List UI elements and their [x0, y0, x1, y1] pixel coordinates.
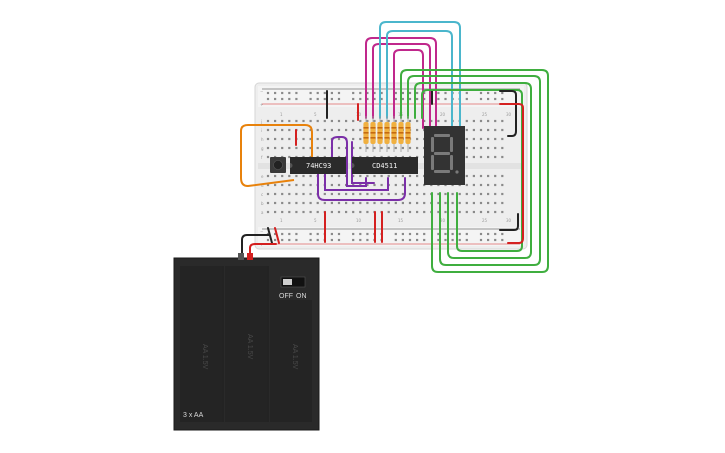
- wires-purple[interactable]: [317, 136, 406, 201]
- column-number: 5: [314, 218, 317, 223]
- resistor-band: [398, 132, 404, 134]
- column-numbers-bottom: 1 5 10 15 20 25 30: [280, 218, 512, 223]
- column-number: 25: [482, 112, 488, 117]
- wire-black-right[interactable]: [499, 90, 517, 137]
- column-number: 1: [280, 112, 283, 117]
- wire-purple-3[interactable]: [331, 136, 367, 187]
- resistor-band: [384, 127, 390, 129]
- row-letter: i: [261, 128, 262, 133]
- resistor-band: [363, 127, 369, 129]
- digit-segments: [431, 134, 459, 174]
- wire-purple-2[interactable]: [324, 169, 389, 191]
- resistor-band: [370, 137, 376, 139]
- push-button[interactable]: [270, 157, 286, 173]
- battery-wire-red[interactable]: [249, 243, 277, 263]
- wire-magenta-3[interactable]: [393, 49, 424, 129]
- row-letter: d: [261, 183, 264, 188]
- column-number: 15: [398, 218, 404, 223]
- row-letter: c: [261, 192, 263, 197]
- battery-pack[interactable]: AA 1.5V AA 1.5V AA 1.5V OFF ON 3 x AA: [173, 253, 320, 431]
- column-number: 20: [440, 218, 446, 223]
- resistor-band: [405, 127, 411, 129]
- rail-minus-top: −: [260, 89, 263, 94]
- resistor-band: [384, 132, 390, 134]
- chip-label-74hc93: 74HC93: [306, 162, 331, 170]
- resistor-band: [363, 137, 369, 139]
- wire-green-1[interactable]: [400, 69, 549, 273]
- wire-orange[interactable]: [240, 124, 313, 188]
- wire-cyan-1[interactable]: [379, 21, 461, 129]
- cell-label-1: AA 1.5V: [201, 344, 208, 370]
- resistor-band: [363, 132, 369, 134]
- column-number: 30: [506, 218, 512, 223]
- row-letter: a: [261, 210, 264, 215]
- resistor-band: [377, 137, 383, 139]
- resistor-band: [398, 127, 404, 129]
- cell-label-3: AA 1.5V: [291, 344, 298, 370]
- resistor-band: [391, 127, 397, 129]
- wire-magenta-1[interactable]: [365, 37, 437, 129]
- wires-rail-right[interactable]: [499, 90, 524, 244]
- switch-on-label: ON: [296, 293, 307, 300]
- resistor-band: [405, 137, 411, 139]
- resistor-band: [398, 137, 404, 139]
- battery-wires[interactable]: [241, 234, 277, 263]
- resistor-band: [405, 132, 411, 134]
- column-number: 5: [314, 112, 317, 117]
- wires-green[interactable]: [400, 69, 549, 273]
- wire-black-right-2[interactable]: [499, 213, 519, 231]
- row-letter: j: [260, 119, 262, 124]
- column-number: 20: [440, 112, 446, 117]
- column-number: 1: [280, 218, 283, 223]
- row-letter: e: [261, 174, 264, 179]
- jumper-black-4[interactable]: [274, 227, 280, 244]
- wire-magenta-2[interactable]: [372, 43, 431, 129]
- jumper-black-3[interactable]: [267, 227, 273, 244]
- wire-green-2[interactable]: [407, 75, 541, 266]
- row-letters: j i h g f e d c b a: [260, 119, 264, 215]
- row-letter: f: [261, 155, 263, 160]
- resistor-band: [391, 132, 397, 134]
- resistor-band: [377, 132, 383, 134]
- wire-green-3[interactable]: [414, 82, 532, 259]
- wire-purple-1[interactable]: [317, 169, 406, 201]
- resistor-band: [384, 137, 390, 139]
- seven-segment-display[interactable]: [424, 126, 465, 185]
- rail-plus-top: +: [260, 102, 263, 107]
- column-number: 30: [506, 112, 512, 117]
- resistor-array[interactable]: [363, 116, 411, 152]
- wires-top[interactable]: [365, 21, 461, 129]
- resistor-band: [391, 137, 397, 139]
- chip-label-cd4511: CD4511: [372, 162, 397, 170]
- power-switch[interactable]: [280, 276, 306, 288]
- resistor-band: [377, 127, 383, 129]
- wire-purple-4[interactable]: [351, 141, 375, 184]
- column-number: 25: [482, 218, 488, 223]
- battery-pack-label: 3 x AA: [183, 412, 204, 419]
- row-letter: g: [261, 146, 264, 151]
- chip-cd4511[interactable]: CD4511: [352, 157, 418, 174]
- column-number: 10: [356, 218, 362, 223]
- resistor-band: [370, 127, 376, 129]
- wire-cyan-2[interactable]: [386, 30, 453, 129]
- wire-red-right[interactable]: [499, 103, 524, 244]
- jumper-wires[interactable]: [267, 89, 433, 244]
- row-letter: b: [261, 201, 264, 206]
- resistor-band: [370, 132, 376, 134]
- cell-label-2: AA 1.5V: [246, 334, 253, 360]
- switch-off-label: OFF: [279, 293, 293, 300]
- row-letter: h: [261, 137, 264, 142]
- breadboard-holes: [266, 91, 504, 242]
- rail-minus-bottom: −: [260, 229, 263, 234]
- battery-wire-black[interactable]: [241, 234, 270, 263]
- chip-74hc93[interactable]: 74HC93: [290, 157, 346, 174]
